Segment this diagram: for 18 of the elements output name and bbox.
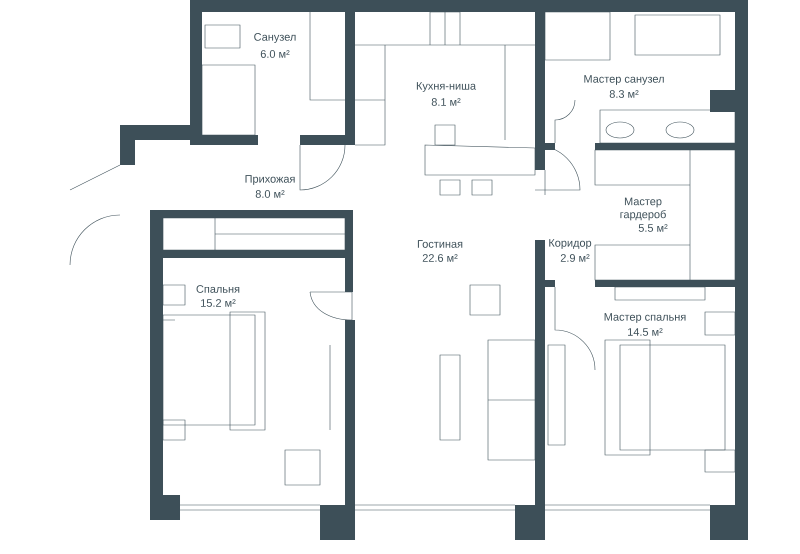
room-name: Санузел: [254, 33, 296, 43]
room-name: Мастер санузел: [584, 75, 664, 85]
room-area: 22.6 м²: [422, 254, 458, 262]
room-area: 6.0 м²: [260, 50, 290, 58]
room-name: Прихожая: [246, 175, 295, 185]
room-name: Кухня-ниша: [416, 82, 476, 92]
room-area: 2.9 м²: [560, 254, 590, 262]
room-area: 15.2 м²: [201, 299, 236, 307]
room-name: Мастер гардероб: [620, 198, 666, 220]
room-name: Мастер спальня: [604, 313, 686, 323]
room-name: Коридор: [549, 239, 592, 249]
room-area: 14.5 м²: [628, 328, 663, 336]
room-area: 8.1 м²: [432, 98, 461, 106]
room-area: 8.3 м²: [610, 90, 639, 98]
room-name: Гостиная: [418, 240, 462, 248]
room-name: Спальня: [196, 285, 240, 293]
room-area: 5.5 м²: [638, 224, 668, 232]
room-area: 8.0 м²: [256, 190, 285, 198]
